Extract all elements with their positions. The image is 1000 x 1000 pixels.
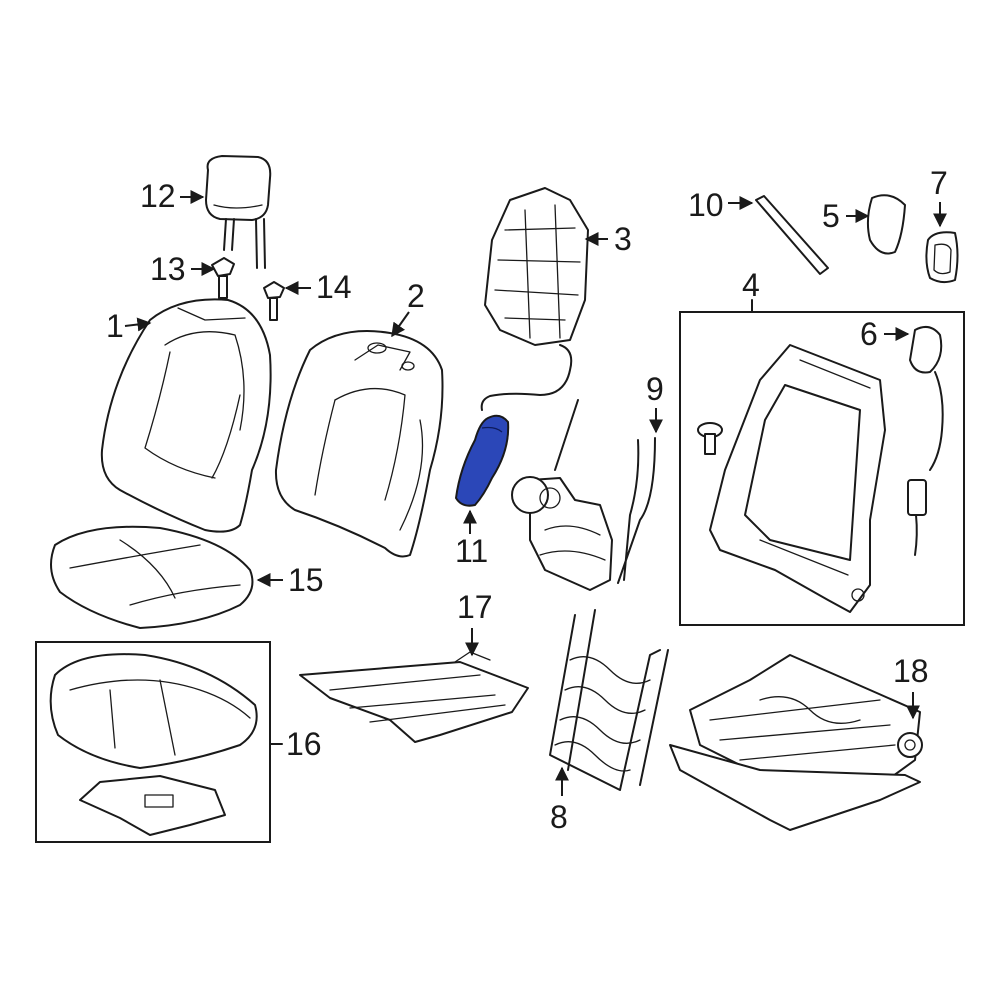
svg-text:4: 4: [742, 267, 760, 303]
svg-text:7: 7: [930, 165, 948, 201]
part-4-frame-box: [679, 311, 965, 626]
svg-text:11: 11: [455, 533, 488, 569]
part-13-guide[interactable]: [211, 257, 235, 299]
svg-text:8: 8: [550, 799, 568, 835]
svg-text:16: 16: [286, 726, 322, 762]
callout-11: 11: [455, 509, 488, 569]
part-6-actuator[interactable]: [907, 325, 944, 556]
callout-6: 6: [860, 316, 910, 352]
callout-10: 10: [688, 187, 754, 223]
callout-2: 2: [391, 278, 425, 338]
svg-text:10: 10: [688, 187, 724, 223]
callout-12: 12: [140, 178, 205, 214]
callout-13: 13: [150, 251, 216, 287]
callout-7: 7: [930, 165, 948, 228]
part-17-seat-pan[interactable]: [299, 651, 529, 743]
part-12-headrest[interactable]: [205, 155, 272, 269]
callout-5: 5: [822, 198, 870, 234]
part-15-cushion-cover[interactable]: [50, 525, 254, 629]
part-4-seatback-frame[interactable]: [709, 344, 886, 613]
svg-text:13: 13: [150, 251, 186, 287]
part-8-suspension-mat[interactable]: [549, 609, 669, 791]
svg-text:15: 15: [288, 562, 324, 598]
svg-text:18: 18: [893, 653, 929, 689]
svg-text:14: 14: [316, 269, 352, 305]
callout-17: 17: [457, 589, 493, 657]
part-2-seatback-pad[interactable]: [274, 330, 444, 558]
part-18-seat-track[interactable]: [669, 654, 923, 831]
callout-14: 14: [284, 269, 352, 305]
callout-18: 18: [893, 653, 929, 720]
svg-text:2: 2: [407, 278, 425, 314]
svg-text:17: 17: [457, 589, 493, 625]
part-16-cushion-pad[interactable]: [49, 653, 258, 836]
part-14-guide[interactable]: [263, 281, 285, 321]
callout-3: 3: [584, 221, 632, 257]
callout-15: 15: [256, 562, 324, 598]
bolt[interactable]: [697, 422, 723, 455]
part-11-side-pad[interactable]: [454, 414, 510, 507]
part-7-bezel[interactable]: [925, 231, 959, 284]
part-16-box: [35, 641, 271, 843]
callout-16: 16: [269, 726, 322, 762]
part-5-trim[interactable]: [866, 194, 906, 255]
part-10-rod[interactable]: [755, 195, 829, 275]
callout-1: 1: [106, 308, 152, 344]
callout-4: 4: [742, 267, 760, 313]
svg-text:6: 6: [860, 316, 878, 352]
part-9-recliner-assembly[interactable]: [511, 399, 656, 591]
part-3-heater-mat[interactable]: [480, 187, 589, 411]
callout-8: 8: [550, 766, 569, 835]
svg-text:12: 12: [140, 178, 176, 214]
svg-text:3: 3: [614, 221, 632, 257]
svg-text:5: 5: [822, 198, 840, 234]
callout-9: 9: [646, 371, 664, 434]
part-1-seatback-cover[interactable]: [100, 298, 272, 533]
svg-text:9: 9: [646, 371, 664, 407]
svg-text:1: 1: [106, 308, 124, 344]
